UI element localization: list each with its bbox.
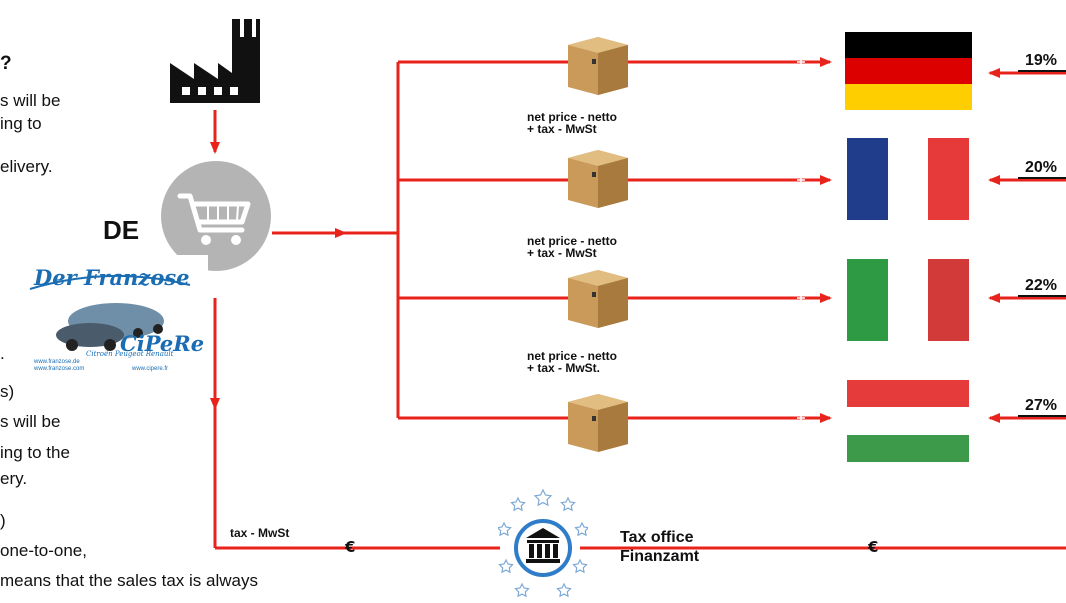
left-text-line: )	[0, 511, 6, 530]
factory-icon	[170, 19, 260, 103]
euro-symbol: €	[345, 538, 356, 556]
tax-office-emblem-icon	[498, 488, 588, 598]
package-icon	[568, 270, 628, 328]
flag-italy	[847, 259, 970, 341]
seller-logo: Der Franzose Citroën Peugeot Renault CiP…	[20, 255, 208, 380]
left-text-line: s will be	[0, 91, 61, 110]
rate-underline	[1018, 70, 1066, 72]
vat-rate-france: 20%	[1025, 159, 1058, 176]
logo-url: www.franzose.de	[34, 359, 80, 365]
rate-underline	[1018, 177, 1066, 179]
left-text-line: .	[0, 344, 5, 363]
price-caption: net price - netto+ tax - MwSt	[527, 110, 618, 136]
left-text-line: s will be	[0, 412, 61, 431]
shopping-cart-icon	[161, 161, 271, 271]
vat-rate-hungary: 27%	[1025, 397, 1058, 414]
vat-rate-italy: 22%	[1025, 277, 1058, 294]
tax-office-label: Tax office Finanzamt	[620, 529, 700, 565]
left-text-line: ing to	[0, 114, 42, 133]
package-icon	[568, 394, 628, 452]
tax-flow-label: tax - MwSt	[230, 526, 290, 540]
left-text-line: ?	[0, 53, 12, 74]
logo-brand-text: Der Franzose	[34, 265, 190, 290]
left-text-line: ing to the	[0, 443, 70, 462]
logo-url: www.franzose.com	[34, 366, 85, 372]
package-icon	[568, 37, 628, 95]
seller-country-label: DE	[103, 215, 140, 245]
rate-underline	[1018, 295, 1066, 297]
logo-cipere-text: CiPeRe	[120, 331, 205, 356]
flag-france	[847, 138, 970, 220]
flag-germany	[845, 32, 972, 110]
price-caption: net price - netto+ tax - MwSt	[527, 234, 618, 260]
left-text-line: s)	[0, 382, 15, 401]
left-text-line: means that the sales tax is always	[0, 571, 258, 590]
flag-hungary	[847, 380, 969, 462]
logo-sub-text: Citroën Peugeot Renault	[86, 350, 174, 358]
package-icon	[568, 150, 628, 208]
left-text-line: ery.	[0, 469, 28, 488]
vat-rate-germany: 19%	[1025, 52, 1058, 69]
rate-underline	[1018, 415, 1066, 417]
logo-url: www.cipere.fr	[132, 366, 169, 372]
left-text-line: elivery.	[0, 157, 53, 176]
left-text-line: one-to-one,	[0, 541, 87, 560]
euro-symbol: €	[868, 538, 879, 556]
price-caption: net price - netto+ tax - MwSt.	[527, 349, 618, 375]
